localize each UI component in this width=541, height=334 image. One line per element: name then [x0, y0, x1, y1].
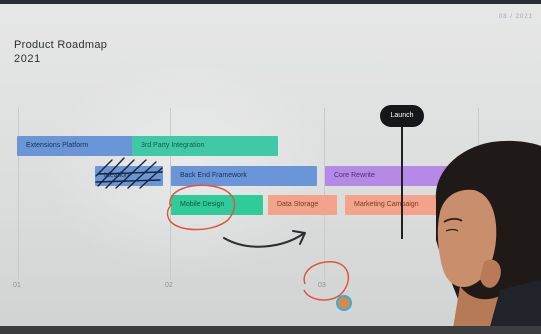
ink-arrow-head	[292, 230, 306, 245]
bar-mobile-design[interactable]: Mobile Design	[171, 195, 263, 215]
launch-milestone[interactable]: Launch	[380, 105, 424, 127]
bar-back-end-framework[interactable]: Back End Framework	[171, 166, 317, 186]
launch-milestone-line	[401, 127, 403, 239]
roadmap-header: Product Roadmap 2021	[14, 38, 107, 66]
quarter-label-3: 03	[318, 282, 326, 289]
screen-bezel-top	[0, 0, 541, 4]
ink-arrow	[223, 233, 304, 248]
quarter-gridline-1	[18, 108, 19, 280]
quarter-gridline-3	[324, 108, 325, 280]
bar-data-storage[interactable]: Data Storage	[268, 195, 337, 215]
corner-label: 08 / 2021	[498, 14, 533, 20]
ink-circle-quarter-3	[303, 261, 349, 301]
bar-extensions-platform[interactable]: Extensions Platform	[17, 136, 135, 156]
quarter-gridline-2	[170, 108, 171, 280]
ink-circle-mobile-design	[166, 184, 236, 231]
quarter-label-1: 01	[13, 282, 21, 289]
bar-marketing-campaign[interactable]: Marketing Campaign	[345, 195, 455, 215]
user-avatar[interactable]	[336, 295, 352, 311]
roadmap-title: Product Roadmap	[14, 39, 108, 51]
quarter-label-2: 02	[165, 282, 173, 289]
screen-bezel-bottom	[0, 326, 541, 334]
bar-3rd-party-integration[interactable]: 3rd Party Integration	[132, 136, 278, 156]
roadmap-year: 2021	[14, 53, 41, 65]
ink-scribble	[95, 157, 163, 189]
bar-core-rewrite[interactable]: Core Rewrite	[325, 166, 475, 186]
